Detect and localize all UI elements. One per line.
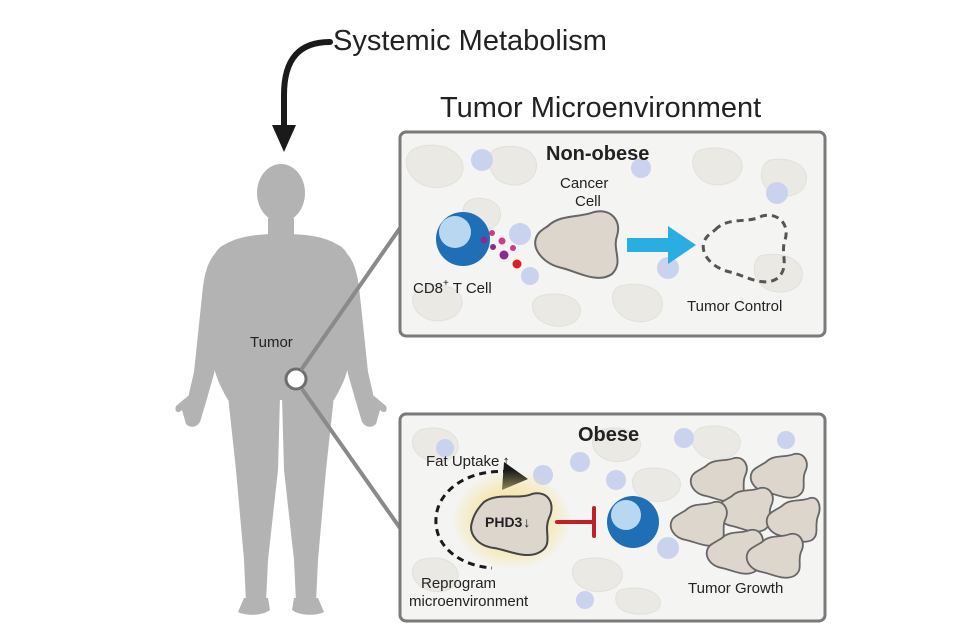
inhibition-symbol bbox=[555, 506, 596, 538]
tumor-growth-cluster bbox=[669, 452, 821, 579]
obese-panel: Obese Fat Uptake↑ PHD3↓ Reprogram microe… bbox=[398, 412, 827, 623]
tumor-label: Tumor bbox=[250, 334, 293, 351]
obese-background-lymphocytes bbox=[436, 428, 795, 609]
reprogramming-cycle-arrow bbox=[434, 469, 511, 570]
eliminated-cancer-cell bbox=[701, 213, 788, 284]
non-obese-panel: Non-obese CD8+ T Cell Cancer Cell Tumor … bbox=[398, 130, 827, 338]
zoom-connector-lines bbox=[299, 226, 402, 530]
tumor-cell bbox=[745, 532, 804, 579]
tumor-growth-label: Tumor Growth bbox=[688, 580, 783, 597]
cd8-t-cell-label: CD8+ T Cell bbox=[413, 278, 492, 297]
phd3-label: PHD3↓ bbox=[485, 514, 530, 530]
non-obese-background-tissue bbox=[405, 144, 807, 327]
non-obese-background-lymphocytes bbox=[471, 149, 788, 285]
tumor-location-marker bbox=[284, 367, 308, 391]
cancer-cell-label-line1: Cancer bbox=[560, 175, 608, 192]
cd8-t-cell bbox=[436, 212, 490, 266]
cancer-cell bbox=[534, 210, 620, 279]
reprogram-label-line2: microenvironment bbox=[409, 593, 529, 610]
tumor-cell bbox=[749, 452, 808, 499]
non-obese-title: Non-obese bbox=[546, 143, 649, 165]
tumor-microenvironment-title: Tumor Microenvironment bbox=[440, 92, 761, 124]
cytotoxic-granules bbox=[480, 230, 522, 269]
tumor-control-arrow bbox=[627, 226, 696, 264]
human-body-silhouette bbox=[175, 164, 387, 615]
reprogram-label-line1: Reprogram bbox=[421, 575, 496, 592]
tumor-control-label: Tumor Control bbox=[687, 298, 782, 315]
phd3-cancer-cell bbox=[470, 492, 553, 557]
systemic-metabolism-label: Systemic Metabolism bbox=[333, 25, 607, 57]
suppressed-t-cell bbox=[607, 496, 659, 548]
fat-uptake-label: Fat Uptake↑ bbox=[426, 453, 510, 470]
systemic-metabolism-arrow bbox=[272, 39, 333, 152]
tumor-cell bbox=[765, 496, 821, 543]
cancer-cell-label-line2: Cell bbox=[575, 193, 601, 210]
obese-title: Obese bbox=[578, 424, 639, 446]
